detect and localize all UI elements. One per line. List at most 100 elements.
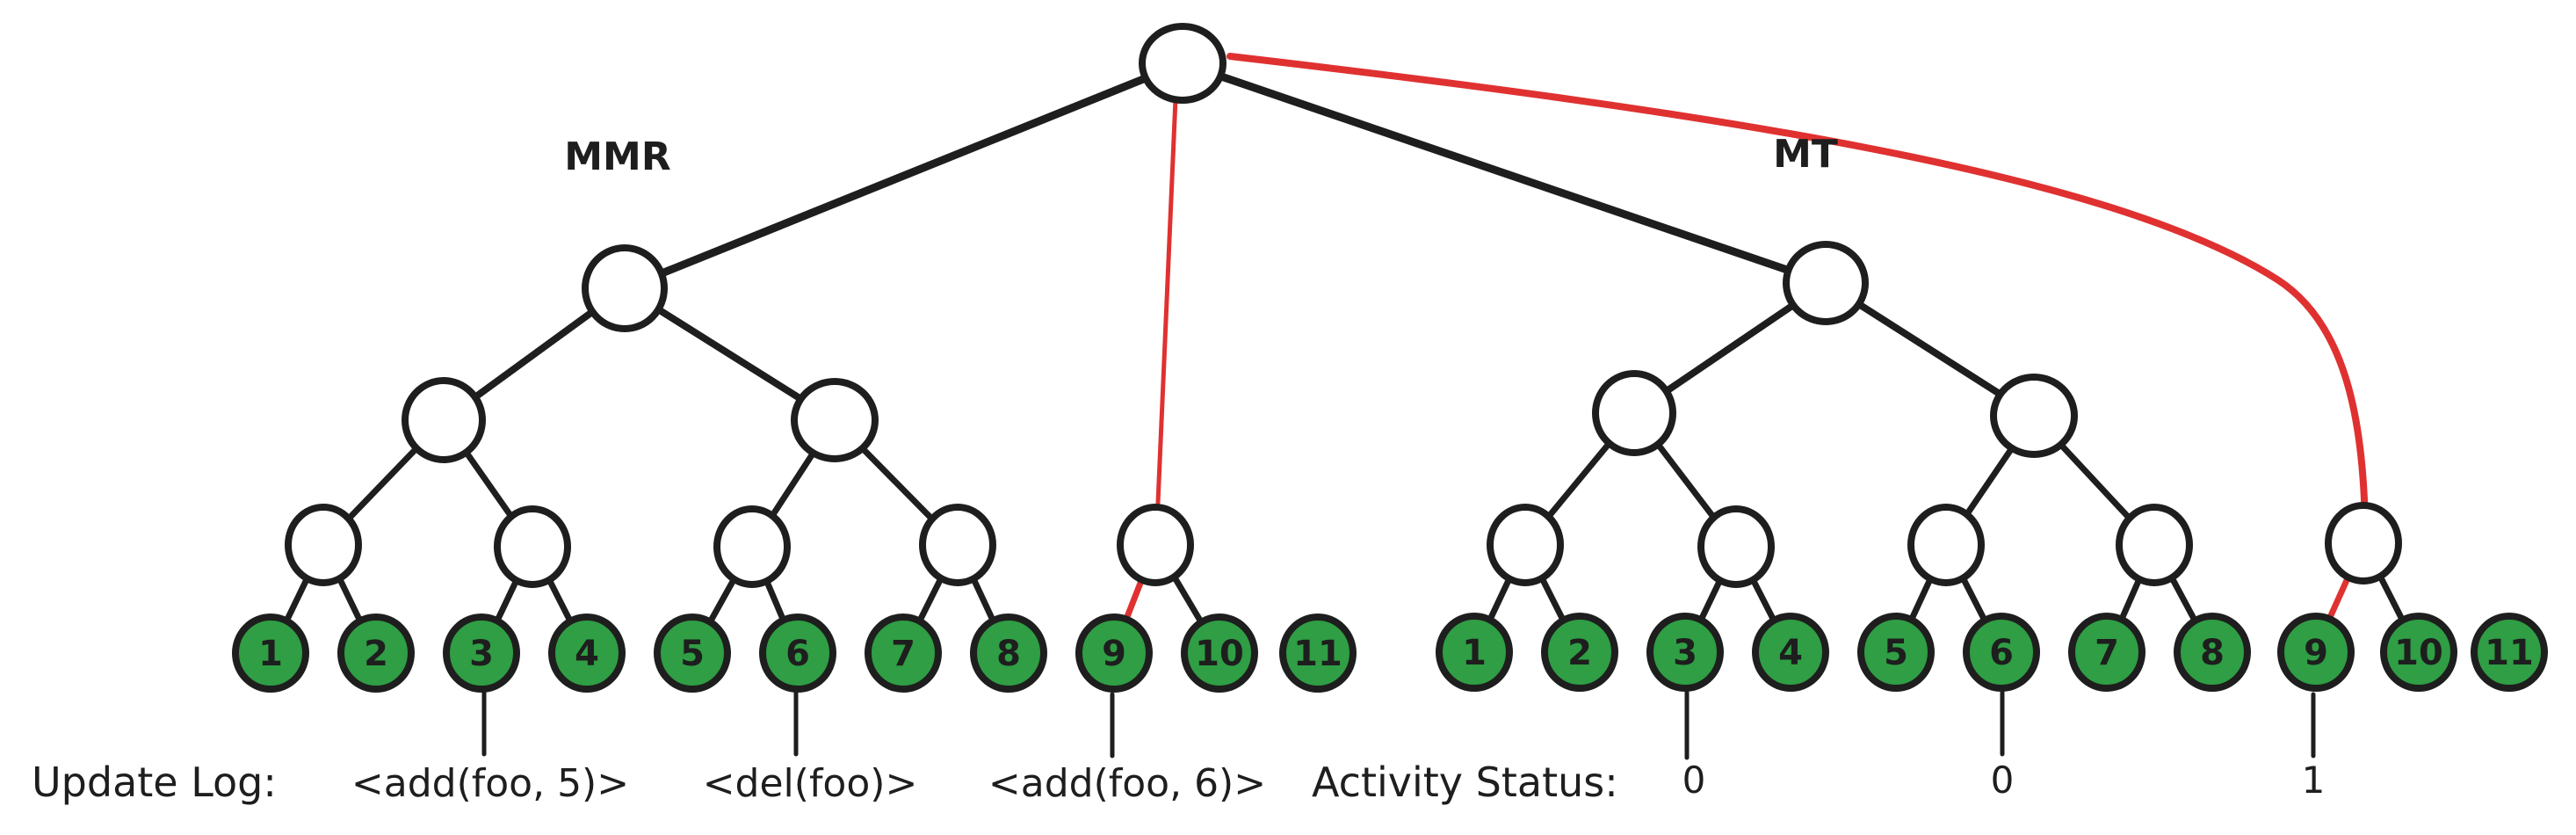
mmr-internal-node	[402, 377, 486, 463]
mmr-title: MMR	[564, 134, 670, 179]
mt-leaf-2: 2	[1541, 613, 1618, 692]
mt-leaf-10-label: 10	[2394, 633, 2443, 673]
mt-parent-7-8-node	[2116, 504, 2193, 586]
activity-status-value-1: 0	[1682, 759, 1706, 802]
mmr-parent-9-10-node	[1117, 504, 1194, 586]
mt-leaf-4: 4	[1752, 613, 1829, 692]
mmr-leaf-1-label: 1	[258, 634, 283, 674]
mmr-leaf-10: 10	[1181, 614, 1258, 693]
internal-nodes	[285, 23, 2402, 588]
mt-leaf-8-shape	[2174, 613, 2251, 692]
mmr-leaf-2-shape	[337, 614, 415, 693]
mmr-leaf-5: 5	[654, 614, 731, 693]
mt-leaves: 1 2 3 4 5 6 7 8	[1436, 613, 2548, 692]
mt-leaf-2-label: 2	[1567, 633, 1592, 673]
mt-leaf-7-label: 7	[2095, 633, 2119, 673]
mt-leaf-9: 9	[2277, 613, 2355, 692]
mmr-leaves: 1 2 3 4 5 6 7 8	[232, 614, 1357, 693]
mmr-leaf-6-label: 6	[785, 634, 810, 674]
mt-leaf-4-shape	[1752, 613, 1829, 692]
mmr-leaf-4: 4	[548, 614, 626, 693]
mt-leaf-3: 3	[1646, 613, 1724, 692]
red-link-root-to-mt-node	[1226, 53, 2369, 531]
mt-leaf-6-shape	[1963, 613, 2040, 692]
mt-leaf-7: 7	[2068, 613, 2145, 692]
mt-parent-9-10-node	[2325, 502, 2402, 584]
mmr-leaf-1: 1	[232, 614, 309, 693]
update-log-title: Update Log:	[32, 759, 277, 806]
mt-leaf-2-shape	[1541, 613, 1618, 692]
shared-root-node	[1139, 23, 1226, 104]
mt-leaf-1-shape	[1436, 613, 1513, 692]
mmr-leaf-7-label: 7	[891, 634, 915, 674]
mmr-leaf-2-label: 2	[364, 634, 388, 674]
mmr-leaf-7: 7	[865, 614, 942, 693]
mt-title: MT	[1773, 132, 1838, 177]
activity-status-value-3: 1	[2302, 759, 2326, 802]
mt-parent-1-2-node	[1487, 504, 1564, 586]
mmr-parent-7-8-node	[919, 504, 996, 586]
red-link-root-to-mmr-peak	[1155, 96, 1178, 505]
mmr-leaf-4-shape	[548, 614, 626, 693]
update-log-entry-1: <add(foo, 5)>	[351, 761, 629, 806]
mmr-leaf-9-label: 9	[1102, 634, 1126, 674]
mmr-leaf-3-label: 3	[469, 634, 494, 674]
activity-status-section: Activity Status: 0 0 1	[1312, 690, 2326, 806]
mt-leaf-11-shape	[2471, 613, 2548, 692]
mt-leaf-1-label: 1	[1462, 633, 1487, 673]
mt-leaf-6-label: 6	[1989, 633, 2014, 673]
mt-leaf-9-label: 9	[2304, 633, 2328, 673]
mmr-leaf-5-label: 5	[680, 634, 705, 674]
edge-root-mmr-top	[620, 59, 1187, 293]
mt-leaf-10-shape	[2380, 613, 2457, 692]
mt-internal-node	[1990, 374, 2078, 458]
mt-top-node	[1783, 241, 1869, 325]
mmr-leaf-9-shape	[1075, 614, 1153, 693]
mt-leaf-3-shape	[1646, 613, 1724, 692]
mt-leaf-5-label: 5	[1884, 633, 1908, 673]
mmr-top-node	[582, 244, 668, 332]
mmr-leaf-10-shape	[1181, 614, 1258, 693]
mmr-leaf-5-shape	[654, 614, 731, 693]
mmr-leaf-6: 6	[759, 614, 836, 693]
mmr-leaf-11-label: 11	[1293, 634, 1342, 674]
mmr-leaf-2: 2	[337, 614, 415, 693]
mt-leaf-10: 10	[2380, 613, 2457, 692]
mmr-leaf-8-shape	[970, 614, 1047, 693]
mmr-leaf-7-shape	[865, 614, 942, 693]
mt-leaf-7-shape	[2068, 613, 2145, 692]
mt-leaf-9-shape	[2277, 613, 2355, 692]
mmr-leaf-6-shape	[759, 614, 836, 693]
mmr-leaf-8: 8	[970, 614, 1047, 693]
activity-status-title: Activity Status:	[1312, 759, 1618, 806]
mmr-leaf-4-label: 4	[575, 634, 599, 674]
mt-leaf-1: 1	[1436, 613, 1513, 692]
mmr-leaf-3-shape	[443, 614, 520, 693]
edge-root-mt-top	[1178, 59, 1830, 287]
mmr-leaf-1-shape	[232, 614, 309, 693]
mt-parent-3-4-node	[1697, 505, 1775, 588]
mmr-leaf-11-shape	[1279, 614, 1357, 693]
mmr-internal-node	[791, 378, 879, 462]
mmr-leaf-8-label: 8	[996, 634, 1021, 674]
mt-leaf-6: 6	[1963, 613, 2040, 692]
mt-leaf-8-label: 8	[2200, 633, 2225, 673]
mt-leaf-11-label: 11	[2485, 633, 2534, 673]
mmr-leaf-11: 11	[1279, 614, 1357, 693]
activity-status-value-2: 0	[1991, 759, 2015, 802]
mt-leaf-11: 11	[2471, 613, 2548, 692]
mt-internal-node	[1592, 370, 1676, 456]
mmr-parent-1-2-node	[285, 504, 362, 586]
mt-leaf-3-label: 3	[1673, 633, 1697, 673]
mt-parent-5-6-node	[1907, 504, 1985, 586]
mt-leaf-8: 8	[2174, 613, 2251, 692]
mmr-leaf-9: 9	[1075, 614, 1153, 693]
mt-leaf-5: 5	[1857, 613, 1935, 692]
mmr-leaf-3: 3	[443, 614, 520, 693]
update-log-entry-2: <del(foo)>	[703, 761, 918, 806]
update-log-entry-3: <add(foo, 6)>	[988, 761, 1266, 806]
mt-leaf-5-shape	[1857, 613, 1935, 692]
mt-leaf-4-label: 4	[1778, 633, 1803, 673]
